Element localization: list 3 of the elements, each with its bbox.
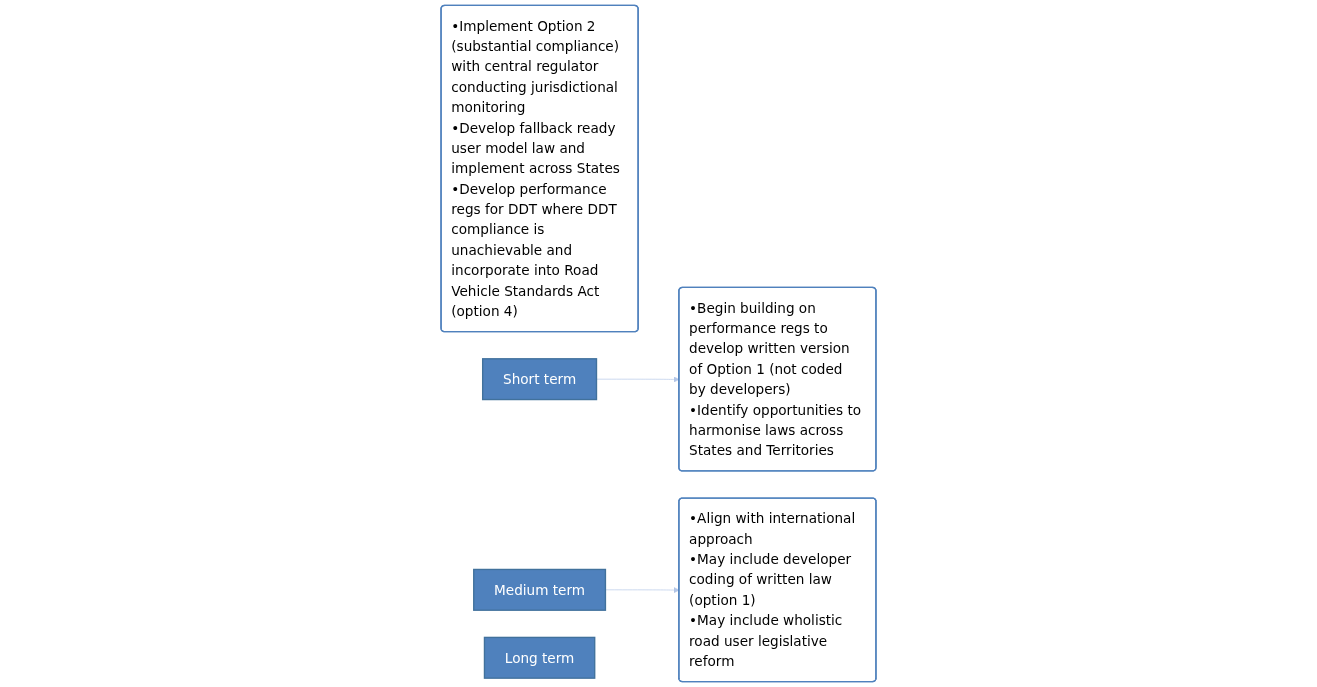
node-box: Long term	[483, 636, 596, 679]
node-box: Short term	[482, 358, 598, 401]
node-box: Medium term	[473, 568, 607, 611]
